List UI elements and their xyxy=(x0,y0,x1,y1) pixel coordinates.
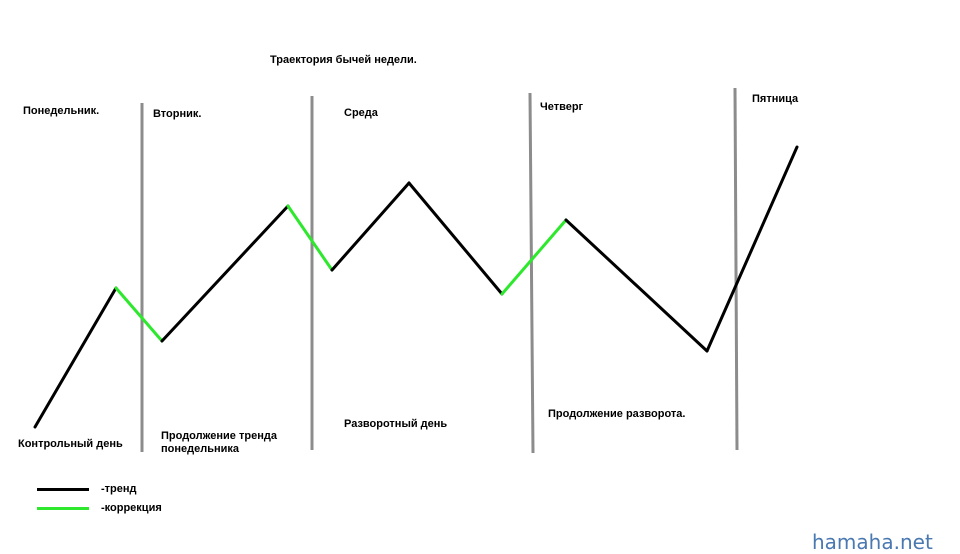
legend-trend-swatch xyxy=(37,488,89,491)
day-description-tuesday: Продолжение тренда понедельника xyxy=(161,430,277,455)
day-description-monday: Контрольный день xyxy=(18,438,123,450)
day-description-wednesday: Разворотный день xyxy=(344,418,448,430)
day-label-monday: Понедельник. xyxy=(23,105,100,117)
day-label-wednesday: Среда xyxy=(344,107,378,119)
correction-segment xyxy=(114,286,164,343)
day-label-thursday: Четверг xyxy=(540,101,584,113)
watermark: hamaha.net xyxy=(812,530,933,554)
legend-correction-swatch xyxy=(37,507,89,510)
diagram-title: Траектория бычей недели. xyxy=(270,54,417,66)
day-divider-thursday-friday xyxy=(733,87,739,451)
correction-segment xyxy=(286,204,334,272)
legend-correction-label: -коррекция xyxy=(101,502,162,514)
trend-segment xyxy=(407,181,504,296)
trend-segment xyxy=(330,181,411,272)
trend-segment xyxy=(564,218,709,353)
day-description-thursday: Продолжение разворота. xyxy=(548,408,686,420)
day-divider-wednesday-thursday xyxy=(528,92,535,454)
trend-segment xyxy=(160,204,290,343)
correction-segment xyxy=(500,218,568,296)
legend-trend-label: -тренд xyxy=(101,483,137,495)
trend-segment xyxy=(705,145,799,353)
day-label-friday: Пятница xyxy=(752,93,799,105)
trend-segment xyxy=(33,286,118,429)
day-label-tuesday: Вторник. xyxy=(153,108,202,120)
